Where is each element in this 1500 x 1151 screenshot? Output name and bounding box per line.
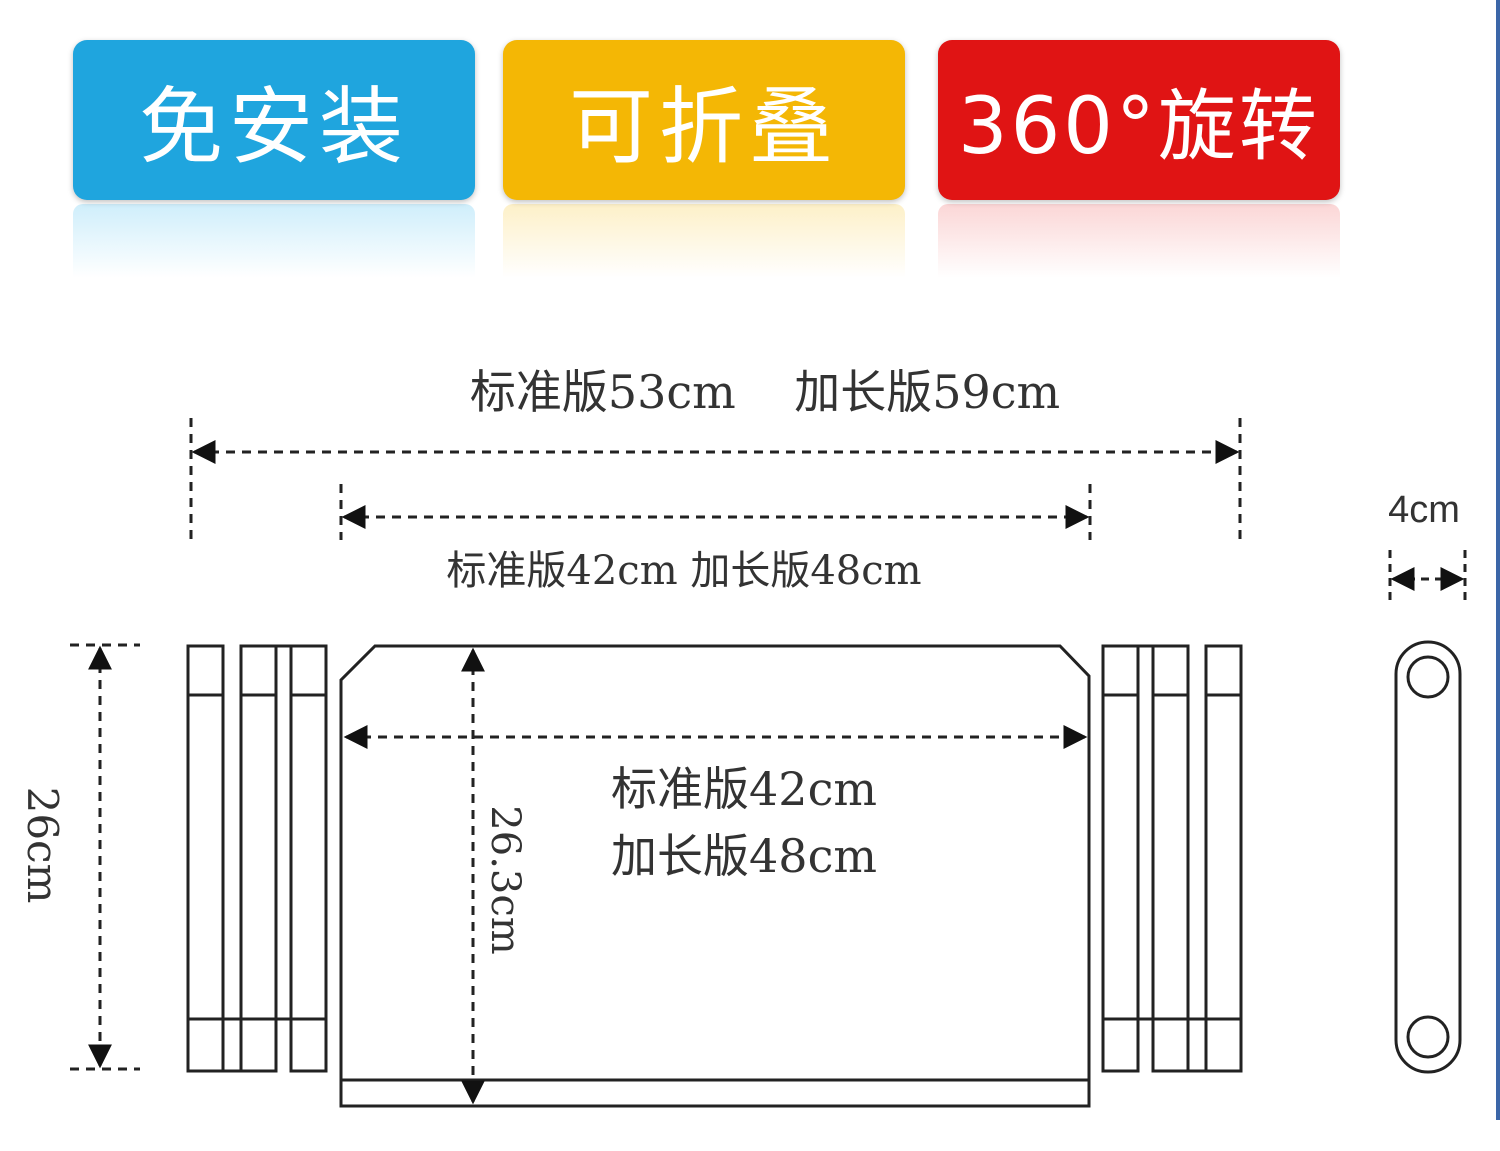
leg-height-label: 26cm <box>18 787 67 904</box>
right-edge-border <box>1496 0 1500 1120</box>
badge-reflection-no-install <box>73 204 475 278</box>
tray-width-standard-label: 标准版42cm <box>611 762 877 816</box>
badge-label: 360°旋转 <box>958 82 1320 172</box>
inner-width-label: 标准版42cm 加长版48cm <box>446 548 921 594</box>
badge-360-rotation: 360°旋转 <box>938 40 1340 200</box>
overall-width-dimension <box>189 418 1242 540</box>
badge-foldable: 可折叠 <box>503 40 905 200</box>
inner-width-dimension <box>339 484 1092 540</box>
right-leg-assembly <box>1101 644 1243 1073</box>
leg-thickness-dimension <box>1388 550 1467 605</box>
leg-thickness-label: 4cm <box>1388 489 1460 531</box>
badge-no-install: 免安装 <box>73 40 475 200</box>
badge-label: 免安装 <box>138 77 409 176</box>
badge-reflection-rotation <box>938 204 1340 278</box>
tray-width-extended-label: 加长版48cm <box>611 829 877 883</box>
badge-reflection-foldable <box>503 204 905 278</box>
overall-width-label: 标准版53cm 加长版59cm <box>470 365 1060 419</box>
tray-depth-label: 26.3cm <box>482 805 528 954</box>
leg-height-dimension <box>70 643 140 1071</box>
leg-side-view <box>1394 640 1462 1074</box>
left-leg-assembly <box>186 644 328 1073</box>
badge-label: 可折叠 <box>568 77 839 176</box>
